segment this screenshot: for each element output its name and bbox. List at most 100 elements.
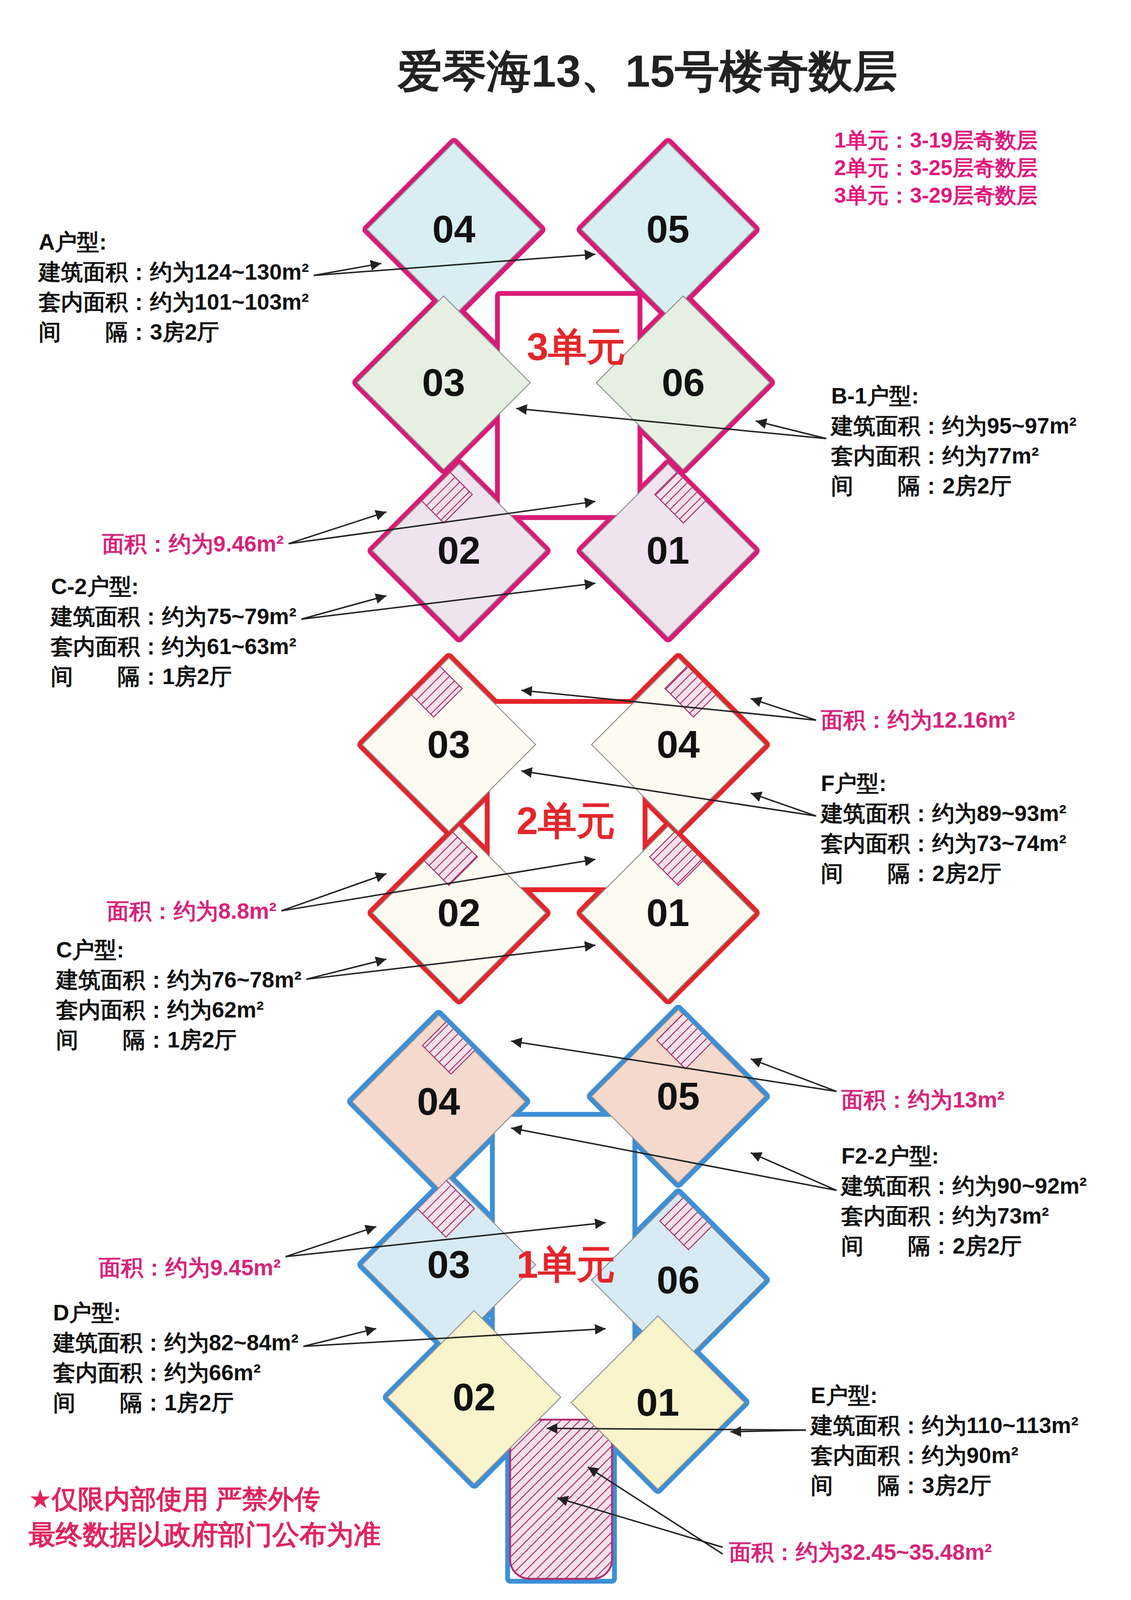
leader-arrow <box>306 944 596 979</box>
unit-label-wrap: 1单元 <box>516 1245 616 1284</box>
floor-note: 2单元：3-25层奇数层 <box>834 153 1039 183</box>
leader-arrow <box>755 420 827 439</box>
apartment-outline <box>581 826 755 1000</box>
hatched-balcony <box>649 828 707 886</box>
apartment-outline <box>361 1177 536 1352</box>
callout-text: 间 隔：2房2厅 <box>820 858 1067 889</box>
apartment-outline <box>372 826 546 1000</box>
apartment-number: 03 <box>422 363 466 402</box>
unit-floor <box>581 142 755 316</box>
hatched-balcony <box>416 1179 475 1237</box>
leader-arrow <box>285 1222 606 1257</box>
callout-text: 建筑面积：约为75~79m² <box>50 601 297 632</box>
callout-box: A户型:建筑面积：约为124~130m²套内面积：约为101~103m²间 隔：… <box>33 226 314 347</box>
leader-arrow <box>306 958 387 979</box>
leader-arrow <box>313 253 596 276</box>
callout-text: 建筑面积：约为76~78m² <box>56 964 302 995</box>
leader-arrow <box>750 698 817 721</box>
leader-arrow <box>730 1429 806 1432</box>
apartment-unit: 04 <box>381 156 527 302</box>
unit-label: 3单元 <box>526 327 626 367</box>
apartment-outline <box>581 463 755 638</box>
leader-arrow <box>288 511 387 544</box>
callout-text: 建筑面积：约为95~97m² <box>831 410 1077 441</box>
callout-text: 面积：约为13m² <box>841 1084 1005 1115</box>
callout-text: 间 隔：2房2厅 <box>831 470 1077 501</box>
apartment-outline <box>372 463 546 638</box>
unit-label-wrap: 3单元 <box>526 327 626 367</box>
label-wrap: 最终数据以政府部门公布为准 <box>28 1516 381 1554</box>
callout-text: 间 隔：1房2厅 <box>56 1024 302 1055</box>
unit-floor <box>499 295 638 515</box>
callout-box: 面积：约为12.16m² <box>816 704 1020 735</box>
apartment-outline <box>591 657 765 832</box>
callout-text: 面积：约为8.8m² <box>106 895 277 926</box>
apartment-number: 01 <box>646 531 690 570</box>
callout-text: 间 隔：2房2厅 <box>841 1230 1087 1261</box>
apartment-number: 02 <box>452 1377 496 1417</box>
callout-text: 间 隔：1房2厅 <box>53 1387 299 1418</box>
apartment-number: 03 <box>427 725 471 764</box>
floor-note: 3单元：3-29层奇数层 <box>834 181 1039 210</box>
label-wrap: 3单元：3-29层奇数层 <box>834 181 1039 210</box>
callout-text: 套内面积：约为73m² <box>841 1200 1087 1231</box>
callout-text: 间 隔：3房2厅 <box>38 316 310 347</box>
callout-heading: E户型: <box>810 1380 1079 1411</box>
unit-outline: 2单元 03 04 02 01 <box>336 650 796 1012</box>
callout-text: 面积：约为9.46m² <box>102 528 284 559</box>
callout-text: 面积：约为12.16m² <box>820 704 1015 735</box>
leader-arrow <box>301 595 387 619</box>
warning-note: 最终数据以政府部门公布为准 <box>28 1516 381 1554</box>
apartment-unit: 06 <box>605 1207 751 1353</box>
leader-arrow <box>281 859 596 911</box>
leader-line <box>587 1466 723 1554</box>
apartment-unit: 01 <box>595 840 741 986</box>
callout-heading: C-2户型: <box>50 571 297 602</box>
unit-floor <box>367 142 541 316</box>
hatched-balcony <box>404 659 462 717</box>
apartment-unit: 04 <box>366 1028 512 1175</box>
callout-heading: F2-2户型: <box>841 1140 1087 1171</box>
apartment-unit: 02 <box>401 1324 547 1470</box>
apartment-number: 01 <box>636 1383 680 1422</box>
leader-arrow <box>750 1058 837 1092</box>
apartment-number: 02 <box>437 531 481 570</box>
unit-label-wrap: 2单元 <box>516 801 616 841</box>
apartment-number: 03 <box>427 1245 471 1284</box>
callout-text: 套内面积：约为61~63m² <box>50 631 297 662</box>
hatched-balcony <box>659 1191 717 1250</box>
apartment-outline <box>596 295 770 469</box>
apartment-number: 04 <box>432 209 476 249</box>
apartment-outline <box>351 1014 525 1189</box>
apartment-number: 04 <box>656 725 700 764</box>
callout-box: F户型:建筑面积：约为89~93m²套内面积：约为73~74m²间 隔：2房2厅 <box>816 768 1072 889</box>
callout-heading: B-1户型: <box>831 380 1077 411</box>
callout-heading: F户型: <box>820 768 1067 799</box>
hatched-balcony <box>665 659 723 717</box>
callout-box: D户型:建筑面积：约为82~84m²套内面积：约为66m²间 隔：1房2厅 <box>48 1297 304 1418</box>
callout-box: C户型:建筑面积：约为76~78m²套内面积：约为62m²间 隔：1房2厅 <box>51 934 307 1055</box>
callout-text: 建筑面积：约为124~130m² <box>38 256 310 287</box>
apartment-outline <box>591 1009 765 1183</box>
page-title: 爱琴海13、15号楼奇数层 <box>397 41 898 102</box>
apartment-number: 02 <box>437 893 481 933</box>
callout-box: B-1户型:建筑面积：约为95~97m²套内面积：约为77m²间 隔：2房2厅 <box>826 380 1082 501</box>
hatched-balcony <box>415 465 473 523</box>
leader-line <box>557 1497 723 1548</box>
leader-arrow <box>521 690 817 721</box>
apartment-outline <box>357 295 531 469</box>
unit-border <box>367 142 541 316</box>
callout-box: 面积：约为9.46m² <box>97 528 289 559</box>
warning-note: ★仅限内部使用 严禁外传 <box>28 1481 321 1518</box>
leader-arrow <box>546 1428 806 1430</box>
callout-heading: C户型: <box>56 934 302 965</box>
apartment-outline <box>367 142 541 316</box>
leader-arrow <box>750 1152 837 1191</box>
apartment-outline <box>571 1315 745 1489</box>
unit-label: 2单元 <box>516 801 616 841</box>
apartment-outline <box>581 142 755 316</box>
